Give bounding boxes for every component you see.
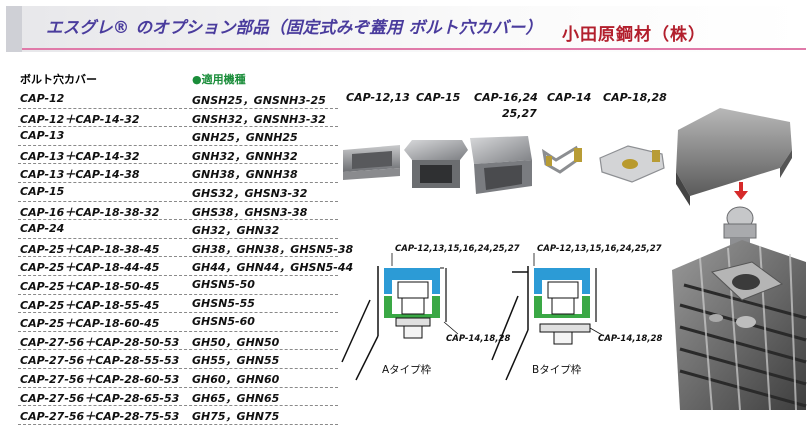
large-cover-photo <box>676 108 792 206</box>
frame-b-label: Bタイプ枠 <box>532 364 582 376</box>
diagram-a-lower-label: CAP-14,18,28 <box>446 334 510 344</box>
label-cap-16-24: CAP-16,24 <box>474 91 538 104</box>
applicable-models: GNSH32，GNSNH3-32 <box>192 112 326 126</box>
table-row: CAP-16＋CAP-18-38-32 GHS38，GHSN3-38 <box>18 202 338 221</box>
cap-part-number: CAP-13＋CAP-14-38 <box>20 168 140 182</box>
cap-part-number: CAP-27-56＋CAP-28-55-53 <box>20 354 180 368</box>
diagram-a-upper-label: CAP-12,13,15,16,24,25,27 <box>395 244 520 254</box>
applicable-models-column-header: ●適用機種 <box>192 73 246 86</box>
table-row: CAP-27-56＋CAP-28-60-53 GH60，GHN60 <box>18 369 338 388</box>
table-row: CAP-15 GHS32，GHSN3-32 <box>18 183 338 202</box>
applicable-models: GNSH25，GNSNH3-25 <box>192 94 326 107</box>
header-tab <box>6 6 22 52</box>
applicable-models: GH65，GHN65 <box>192 391 280 405</box>
cap-18-28-photo <box>599 145 665 183</box>
cap-part-number: CAP-25＋CAP-18-50-45 <box>20 279 160 293</box>
label-cap-12-13: CAP-12,13 <box>346 91 410 104</box>
applicable-models: GHSN5-60 <box>192 315 255 329</box>
table-row: CAP-13＋CAP-14-32 GNH32，GNNH32 <box>18 146 338 165</box>
label-cap-18-28: CAP-18,28 <box>603 91 667 104</box>
label-cap-25-27: 25,27 <box>502 107 537 120</box>
applicable-models: GNH38，GNNH38 <box>192 168 298 182</box>
label-cap-15: CAP-15 <box>416 91 461 104</box>
cap-part-number: CAP-25＋CAP-18-55-45 <box>20 298 160 312</box>
cap-part-number: CAP-16＋CAP-18-38-32 <box>20 205 160 219</box>
applicable-models: GH44，GHN44，GHSN5-44 <box>192 261 354 275</box>
frame-a-label: Aタイプ枠 <box>382 364 432 376</box>
cap-14-photo <box>541 145 582 174</box>
grating-photo <box>672 240 807 411</box>
table-row: CAP-12＋CAP-14-32 GNSH32，GNSNH3-32 <box>18 109 338 128</box>
page-title: エスグレ® のオプション部品（固定式みぞ蓋用 ボルト穴カバー） <box>46 18 543 37</box>
cap-part-number: CAP-27-56＋CAP-28-60-53 <box>20 372 180 386</box>
company-name: 小田原鋼材（株） <box>562 25 706 45</box>
diagram-b-lower-label: CAP-14,18,28 <box>598 334 662 344</box>
applicable-models: GHSN5-55 <box>192 296 255 310</box>
table-row: CAP-25＋CAP-18-44-45 GH44，GHN44，GHSN5-44 <box>18 257 353 276</box>
table-row: CAP-27-56＋CAP-28-50-53 GH50，GHN50 <box>18 332 338 351</box>
cap-part-number: CAP-13＋CAP-14-32 <box>20 149 140 163</box>
cap-part-number: CAP-12＋CAP-14-32 <box>20 112 140 126</box>
table-row: CAP-25＋CAP-18-60-45 GHSN5-60 <box>18 313 338 332</box>
label-cap-14: CAP-14 <box>547 91 592 104</box>
bolt-cover-column-header: ボルト穴カバー <box>20 73 97 86</box>
cap-part-number: CAP-24 <box>20 222 65 236</box>
red-arrow-upper <box>734 182 748 200</box>
cap-16-24-photo <box>470 136 532 194</box>
cap-part-number: CAP-13 <box>20 129 65 143</box>
header-underline <box>22 48 806 50</box>
table-row: CAP-25＋CAP-18-38-45 GH38，GHN38，GHSN5-38 <box>18 239 353 258</box>
diagram-b-upper-label: CAP-12,13,15,16,24,25,27 <box>537 244 662 254</box>
applicable-models: GH60，GHN60 <box>192 372 280 386</box>
cap-part-number: CAP-12 <box>20 92 65 105</box>
table-row: CAP-13＋CAP-14-38 GNH38，GNNH38 <box>18 164 338 183</box>
header-banner: エスグレ® のオプション部品（固定式みぞ蓋用 ボルト穴カバー） <box>6 6 806 52</box>
cap-15-photo <box>404 140 468 188</box>
applicable-models: GH55，GHN55 <box>192 354 280 368</box>
applicable-models: GH38，GHN38，GHSN5-38 <box>192 242 354 256</box>
applicable-models: GH50，GHN50 <box>192 335 280 349</box>
applicable-models: GHSN5-50 <box>192 277 255 291</box>
table-row: CAP-25＋CAP-18-50-45 GHSN5-50 <box>18 276 338 295</box>
cap-part-number: CAP-15 <box>20 184 65 198</box>
table-row: CAP-25＋CAP-18-55-45 GHSN5-55 <box>18 295 338 314</box>
cap-part-number: CAP-25＋CAP-18-38-45 <box>20 242 160 256</box>
table-row: CAP-12 GNSH25，GNSNH3-25 <box>18 90 338 109</box>
diagram-a-type-frame: CAP-12,13,15,16,24,25,27 CAP-14,18,28 <box>341 244 520 381</box>
cap-part-number: CAP-25＋CAP-18-44-45 <box>20 261 160 275</box>
table-row: CAP-13 GNH25，GNNH25 <box>18 127 338 146</box>
applicable-models: GHS32，GHSN3-32 <box>192 186 308 200</box>
diagram-b-type-frame: CAP-12,13,15,16,24,25,27 CAP-14,18,28 <box>491 244 662 381</box>
cap-part-number: CAP-27-56＋CAP-28-50-53 <box>20 335 180 349</box>
applicable-models: GHS38，GHSN3-38 <box>192 205 308 219</box>
table-row: CAP-27-56＋CAP-28-55-53 GH55，GHN55 <box>18 350 338 369</box>
cap-part-number: CAP-25＋CAP-18-60-45 <box>20 317 160 331</box>
table-row: CAP-24 GH32，GHN32 <box>18 220 338 239</box>
applicable-models: GH32，GHN32 <box>192 224 280 238</box>
table-row: CAP-27-56＋CAP-28-65-53 GH65，GHN65 <box>18 388 338 407</box>
applicable-models: GNH25，GNNH25 <box>192 131 298 145</box>
applicable-models: GNH32，GNNH32 <box>192 149 298 163</box>
cap-part-number: CAP-27-56＋CAP-28-65-53 <box>20 391 180 405</box>
cap-12-13-photo <box>343 145 400 180</box>
